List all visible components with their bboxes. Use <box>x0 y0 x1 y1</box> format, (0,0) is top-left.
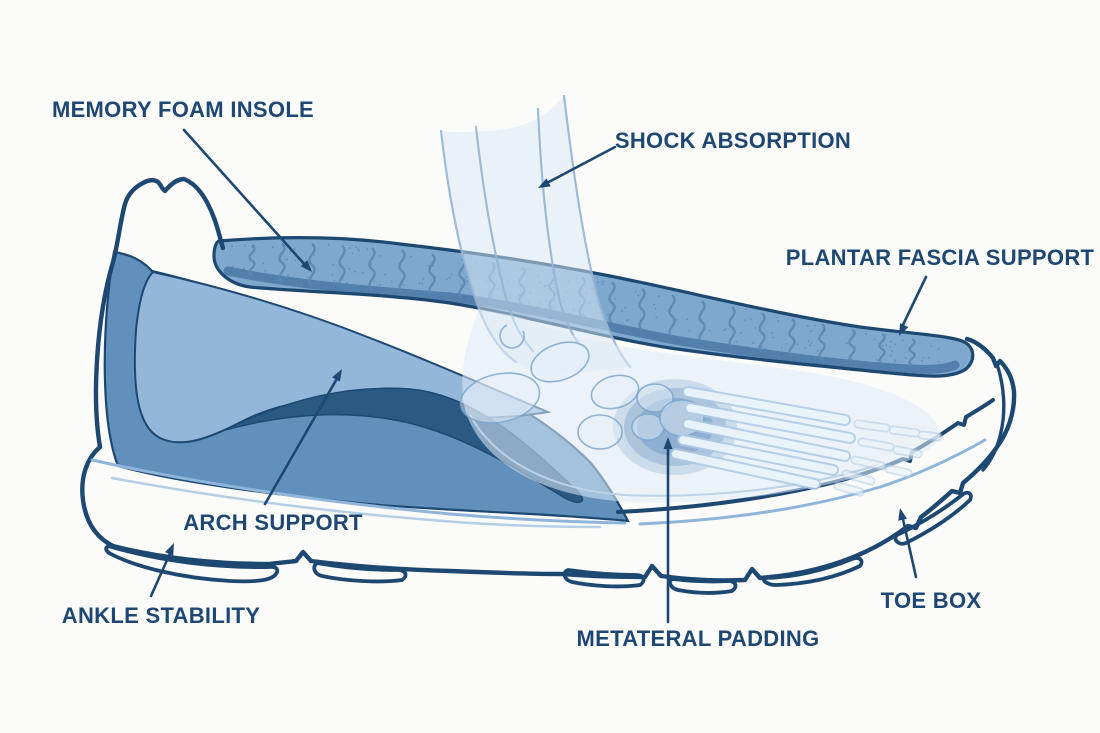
insole-rim <box>223 266 960 374</box>
tread-lug <box>762 556 864 587</box>
metatarsal-bones <box>670 386 856 490</box>
xray-ghost <box>439 94 943 503</box>
label-arch-support: ARCH SUPPORT <box>183 510 363 535</box>
tread-lug <box>104 544 280 584</box>
tread-lugs <box>104 490 973 595</box>
label-memory-foam-insole: MEMORY FOAM INSOLE <box>51 97 315 122</box>
label-ankle-stability: ANKLE STABILITY <box>61 603 261 628</box>
leader-plantar-fascia-support <box>899 275 928 336</box>
label-metateral-padding: METATERAL PADDING <box>576 626 820 651</box>
leader-ankle-stability <box>149 543 174 598</box>
accent-line-left <box>90 458 627 525</box>
label-plantar-fascia-support: PLANTAR FASCIA SUPPORT <box>785 245 1095 270</box>
leader-toe-box <box>898 508 918 579</box>
leader-lines <box>149 128 928 624</box>
tread-lug <box>893 490 973 546</box>
leader-memory-foam-insole <box>182 128 312 272</box>
leader-arch-support <box>263 369 342 506</box>
label-shock-absorption: SHOCK ABSORPTION <box>614 128 852 153</box>
toe-bones <box>833 419 943 497</box>
tread-lug <box>562 568 646 589</box>
tread-lug <box>667 577 738 595</box>
leader-shock-absorption <box>538 145 617 188</box>
label-toe-box: TOE BOX <box>880 588 982 613</box>
toe-cap-seam <box>981 362 1006 472</box>
heel-collar-outline <box>93 176 226 450</box>
ghost-leg <box>441 96 630 377</box>
tread-lug <box>312 561 408 584</box>
leader-metateral-padding <box>663 437 673 624</box>
accent-line-left-2 <box>110 476 602 529</box>
